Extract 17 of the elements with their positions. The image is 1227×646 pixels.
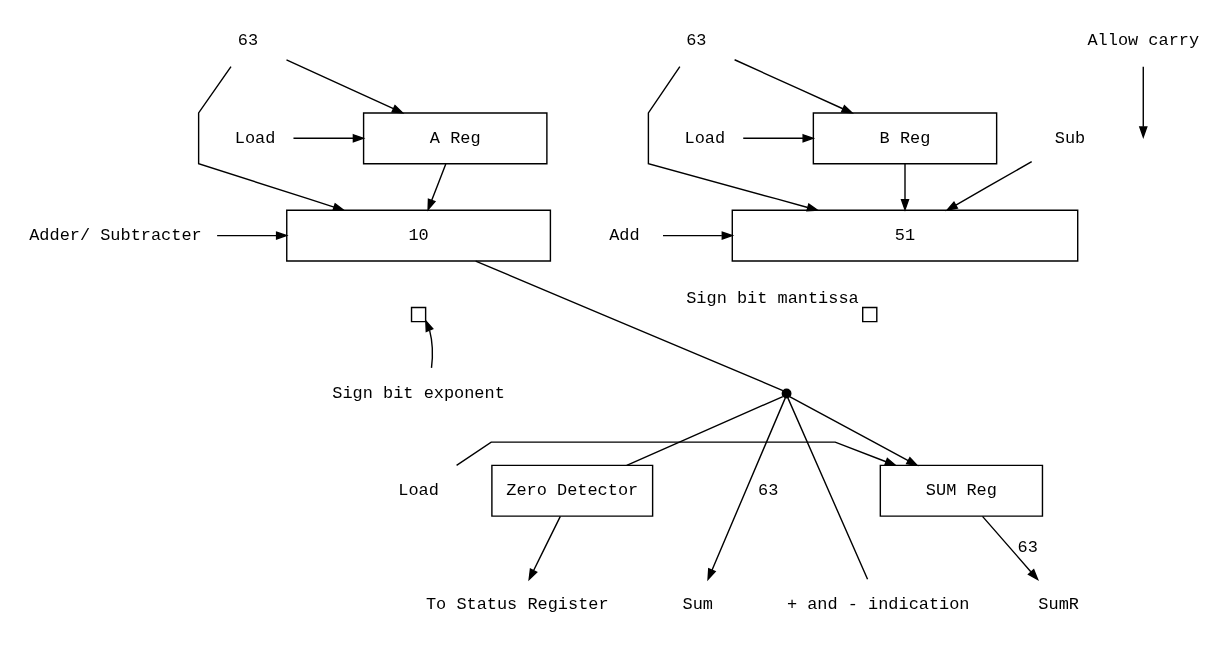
edge-label: 63 bbox=[1017, 538, 1038, 558]
node-text: Sum bbox=[682, 595, 713, 615]
node-text: SumR bbox=[1038, 595, 1079, 615]
node-text: 63 bbox=[237, 31, 259, 51]
node-text: Add bbox=[609, 225, 640, 245]
node-text: Adder/ Subtracter bbox=[29, 225, 202, 245]
node-text: + and - indication bbox=[786, 595, 970, 615]
node-text: To Status Register bbox=[425, 595, 609, 615]
node-text: Load bbox=[398, 481, 439, 501]
node-text: Sign bit exponent bbox=[332, 383, 505, 403]
node-text: Load bbox=[684, 128, 726, 148]
node-label: Sign bit mantissa bbox=[686, 288, 859, 308]
node-text: Load bbox=[234, 128, 276, 148]
edge-label: 63 bbox=[758, 481, 779, 501]
node-text: Allow carry bbox=[1087, 31, 1200, 51]
node-text: 63 bbox=[686, 31, 707, 51]
node-text: Sub bbox=[1054, 128, 1086, 148]
